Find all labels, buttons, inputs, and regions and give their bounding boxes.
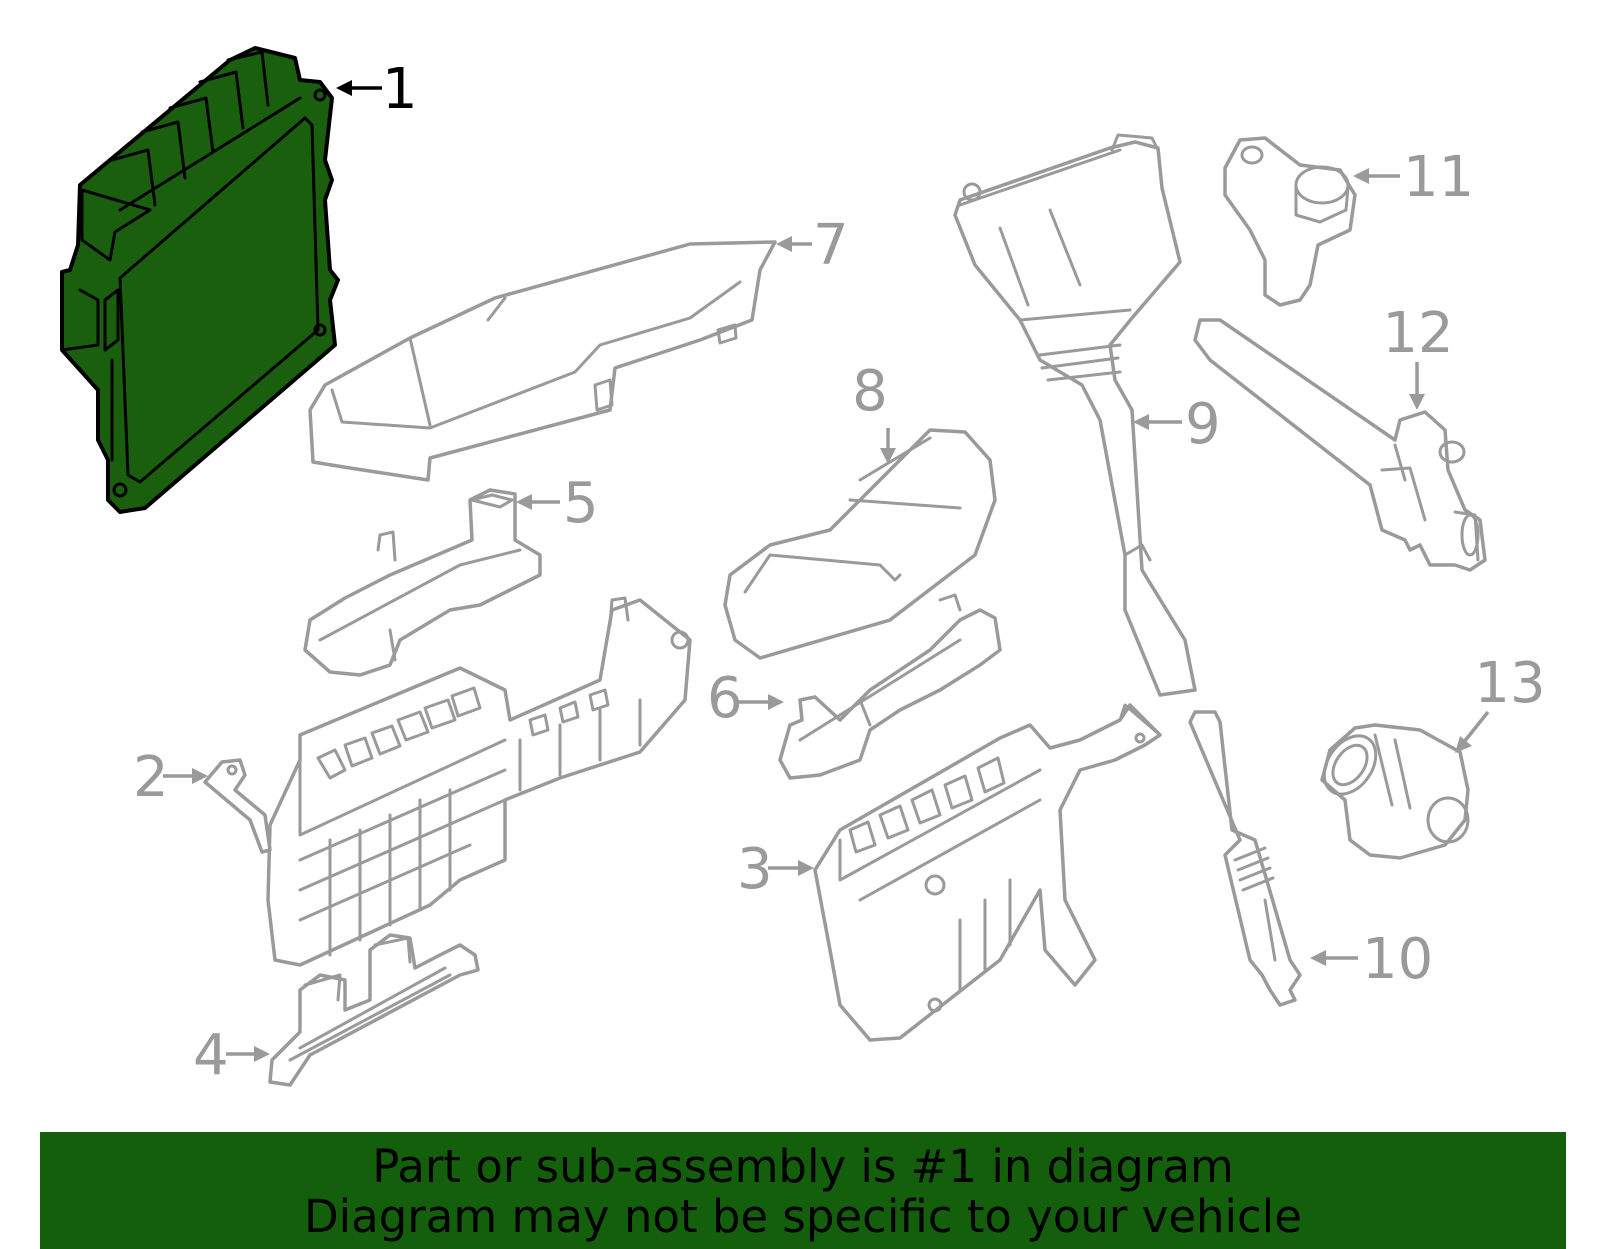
svg-text:12: 12 (1382, 301, 1453, 366)
svg-text:4: 4 (193, 1023, 229, 1088)
part-4-connector-strip[interactable] (268, 933, 480, 1087)
callout-1: 1 (336, 57, 418, 122)
svg-text:2: 2 (133, 745, 169, 810)
notice-banner: Part or sub-assembly is #1 in diagram Di… (40, 1132, 1566, 1249)
callout-12: 12 (1382, 301, 1454, 410)
part-2-fuse-box[interactable] (203, 596, 692, 967)
part-10-spark-plug[interactable] (1188, 710, 1302, 1007)
callout-11: 11 (1353, 145, 1474, 210)
svg-text:3: 3 (737, 837, 773, 902)
part-5-relay-holder[interactable] (303, 488, 542, 677)
part-11-sensor[interactable] (1223, 136, 1357, 307)
callout-5: 5 (516, 471, 599, 536)
callout-8: 8 (852, 359, 896, 464)
callout-9: 9 (1133, 392, 1221, 457)
callout-13: 13 (1455, 651, 1546, 753)
part-8-cover[interactable] (723, 428, 997, 660)
part-7-cover[interactable] (308, 240, 777, 482)
banner-line-part: Part or sub-assembly is #1 in diagram (372, 1140, 1234, 1193)
callout-4: 4 (193, 1023, 270, 1088)
part-13-cap[interactable] (1314, 723, 1470, 860)
part-6-bracket[interactable] (778, 593, 1002, 780)
part-1-engine-control-module[interactable] (60, 46, 340, 514)
banner-line-disclaimer: Diagram may not be specific to your vehi… (304, 1190, 1302, 1243)
part-12-sensor[interactable] (1193, 318, 1487, 572)
callout-7: 7 (776, 213, 849, 278)
part-3-control-module[interactable] (813, 703, 1162, 1042)
svg-text:7: 7 (813, 213, 849, 278)
svg-text:13: 13 (1474, 651, 1545, 716)
callout-10: 10 (1310, 927, 1433, 992)
svg-text:8: 8 (852, 359, 888, 424)
callout-6: 6 (707, 666, 784, 731)
svg-text:10: 10 (1362, 927, 1433, 992)
svg-text:9: 9 (1185, 392, 1221, 457)
svg-text:11: 11 (1403, 145, 1474, 210)
callout-3: 3 (737, 837, 814, 902)
svg-text:5: 5 (563, 471, 599, 536)
svg-text:6: 6 (707, 666, 743, 731)
svg-text:1: 1 (382, 57, 418, 122)
callout-2: 2 (133, 745, 208, 810)
part-9-ignition-coil[interactable] (953, 133, 1197, 697)
